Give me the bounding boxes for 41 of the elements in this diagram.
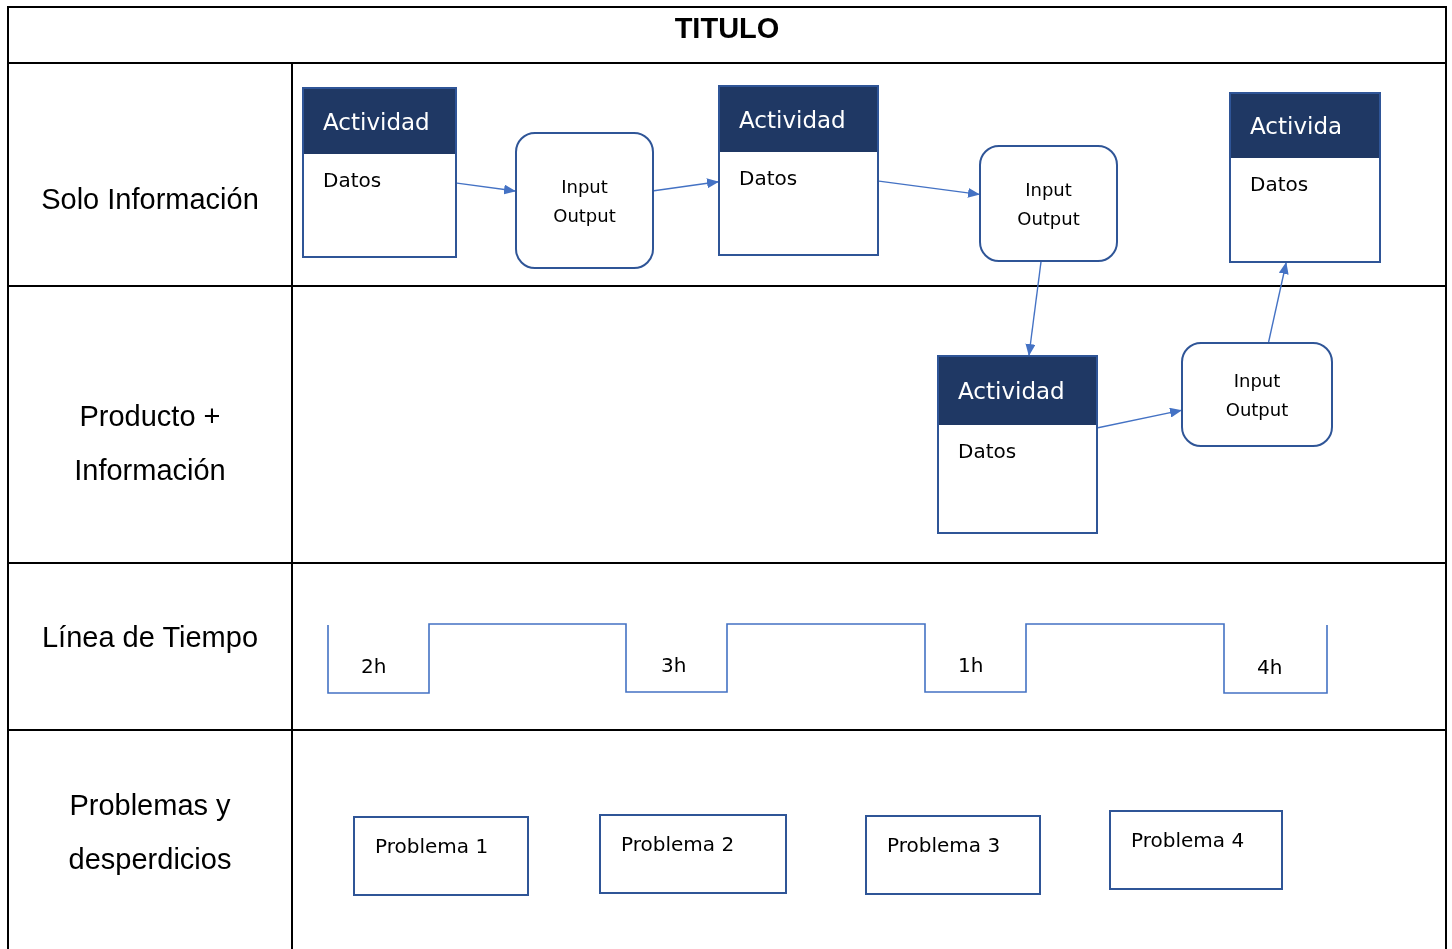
data-text: Datos — [739, 166, 798, 190]
activity-box — [937, 355, 1098, 534]
title: TITULO — [673, 12, 781, 45]
problem-text: Problema 4 — [1131, 828, 1245, 852]
row-heading: Problemas y desperdicios — [67, 788, 233, 877]
activity-box — [1229, 92, 1381, 263]
duration-label: 3h — [661, 653, 687, 677]
data-text: Datos — [1250, 172, 1309, 196]
activity-heading: Actividad — [304, 89, 455, 154]
process-box — [515, 132, 654, 269]
activity-box — [302, 87, 457, 258]
duration-label: 2h — [361, 654, 387, 678]
arrow — [1097, 407, 1182, 429]
data-text: Datos — [323, 168, 382, 192]
problem-box — [353, 816, 529, 896]
row-heading: Producto + Información — [73, 399, 227, 488]
duration-label: 4h — [1257, 655, 1283, 679]
arrow — [878, 180, 980, 198]
activity-heading: Actividad — [939, 357, 1096, 425]
arrow — [1267, 262, 1289, 343]
activity-heading: Actividad — [720, 87, 877, 152]
arrow — [1025, 261, 1042, 356]
arrow — [653, 178, 719, 192]
problem-box — [599, 814, 787, 894]
problem-box — [865, 815, 1041, 895]
row-heading: Solo Información — [40, 182, 260, 217]
activity-heading: Activida — [1231, 94, 1379, 158]
problem-text: Problema 2 — [621, 832, 735, 856]
activity-box — [718, 85, 879, 256]
process-text: Input Output — [552, 174, 617, 228]
process-box — [979, 145, 1118, 262]
row-heading: Línea de Tiempo — [40, 620, 259, 655]
process-box — [1181, 342, 1333, 447]
problem-box — [1109, 810, 1283, 890]
problem-text: Problema 1 — [375, 834, 489, 858]
duration-label: 1h — [958, 653, 984, 677]
process-text: Input Output — [1224, 368, 1290, 422]
process-text: Input Output — [1016, 177, 1081, 231]
arrow — [456, 182, 516, 195]
data-text: Datos — [958, 439, 1017, 463]
problem-text: Problema 3 — [887, 833, 1001, 857]
